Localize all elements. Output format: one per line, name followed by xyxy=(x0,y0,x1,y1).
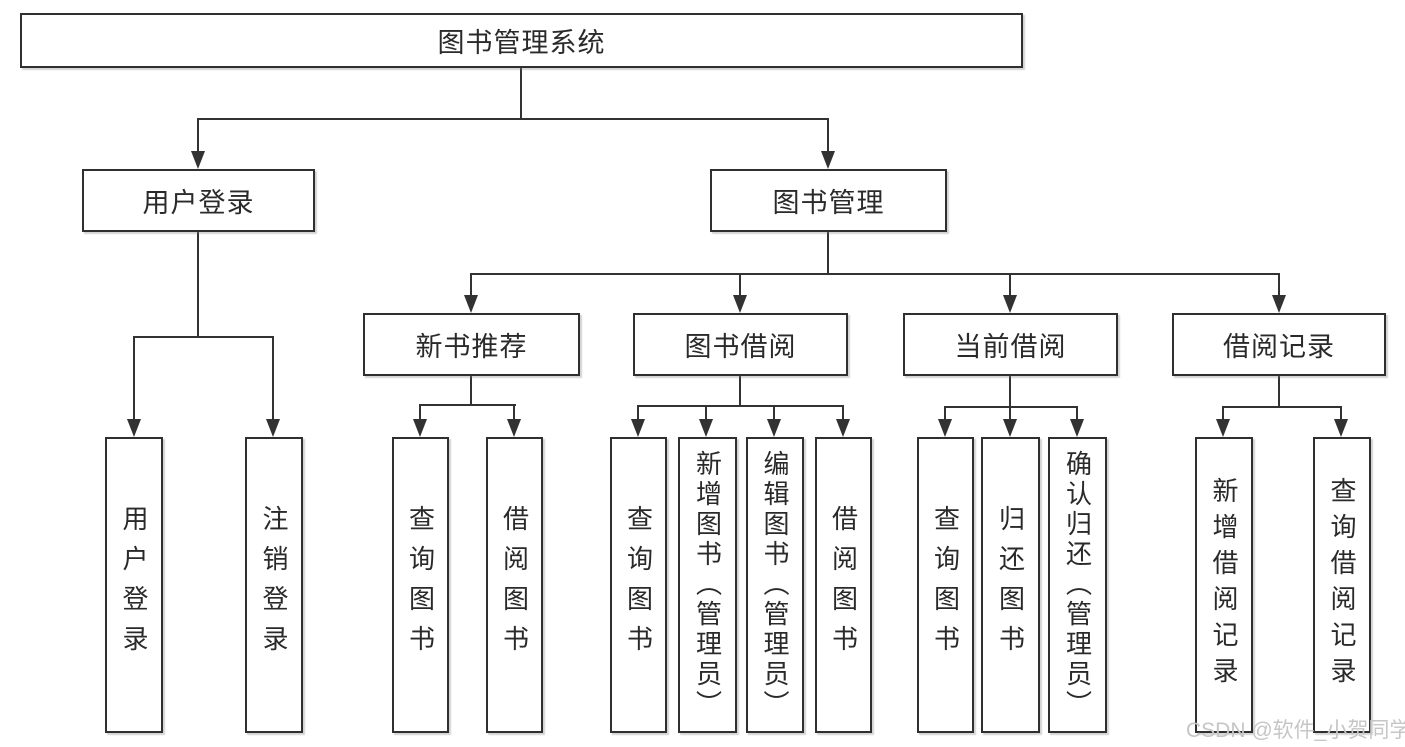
connector-drop-current-borrow xyxy=(1009,273,1011,295)
leaf-label: 借阅图书 xyxy=(828,505,859,665)
leaf-br-query-borrow-record: 查询借阅记录 xyxy=(1313,437,1371,733)
leaf-label: 新增借阅记录 xyxy=(1209,477,1239,693)
leaf-bb-edit-books-admin: 编辑图书（管理员） xyxy=(746,437,804,733)
arrow-down-icon xyxy=(266,419,280,437)
connector-drop xyxy=(705,405,707,419)
connector-drop xyxy=(1222,406,1224,419)
connector-book-borrow-bar xyxy=(638,405,844,407)
node-new-book-recommendation: 新书推荐 xyxy=(363,313,580,376)
arrow-down-icon xyxy=(1216,419,1230,437)
connector-current-borrow-bar xyxy=(944,406,1078,408)
node-book-borrowing: 图书借阅 xyxy=(633,313,848,376)
connector-user-login-bar xyxy=(133,336,274,338)
connector-drop-leaf-user-login xyxy=(133,336,135,419)
arrow-down-icon xyxy=(191,151,205,169)
leaf-label: 借阅图书 xyxy=(499,505,530,665)
leaf-label: 查询图书 xyxy=(405,505,436,665)
connector-borrow-records-stem xyxy=(1278,376,1280,406)
node-current-borrowing: 当前借阅 xyxy=(903,313,1118,376)
leaf-logout-login: 注销登录 xyxy=(245,437,303,733)
leaf-label: 新增图书（管理员） xyxy=(692,450,723,720)
node-library-management-system: 图书管理系统 xyxy=(20,13,1023,68)
connector-drop xyxy=(1076,406,1078,419)
arrow-down-icon xyxy=(821,151,835,169)
arrow-down-icon xyxy=(733,295,747,313)
node-borrowing-records: 借阅记录 xyxy=(1172,313,1386,376)
connector-drop xyxy=(637,405,639,419)
leaf-rec-query-books: 查询图书 xyxy=(392,437,449,733)
connector-user-login-stem xyxy=(197,232,199,336)
arrow-down-icon xyxy=(1334,419,1348,437)
arrow-down-icon xyxy=(631,419,645,437)
leaf-br-add-borrow-record: 新增借阅记录 xyxy=(1195,437,1253,733)
leaf-cb-query-books: 查询图书 xyxy=(917,437,974,733)
connector-book-borrow-stem xyxy=(739,376,741,405)
arrow-down-icon xyxy=(1070,419,1084,437)
leaf-label: 确认归还（管理员） xyxy=(1062,450,1093,720)
arrow-down-icon xyxy=(699,419,713,437)
connector-drop xyxy=(513,404,515,419)
leaf-label: 查询借阅记录 xyxy=(1327,477,1357,693)
connector-book-mgmt-bar xyxy=(470,273,1280,275)
leaf-user-login: 用户登录 xyxy=(105,437,163,733)
node-book-management: 图书管理 xyxy=(710,169,947,232)
connector-drop xyxy=(1340,406,1342,419)
connector-drop-leaf-logout xyxy=(272,336,274,419)
connector-drop-book-borrow xyxy=(739,273,741,295)
connector-drop-new-book xyxy=(470,273,472,295)
arrow-down-icon xyxy=(507,419,521,437)
connector-drop xyxy=(773,405,775,419)
connector-drop xyxy=(944,406,946,419)
connector-book-mgmt-stem xyxy=(827,232,829,273)
arrow-down-icon xyxy=(413,419,427,437)
leaf-cb-return-books: 归还图书 xyxy=(981,437,1040,733)
connector-new-book-stem xyxy=(470,376,472,404)
arrow-down-icon xyxy=(836,419,850,437)
leaf-rec-borrow-books: 借阅图书 xyxy=(486,437,543,733)
leaf-label: 注销登录 xyxy=(259,505,289,665)
leaf-label: 查询图书 xyxy=(930,505,961,665)
connector-drop xyxy=(842,405,844,419)
connector-current-borrow-stem xyxy=(1009,376,1011,406)
leaf-cb-confirm-return-admin: 确认归还（管理员） xyxy=(1048,437,1107,733)
connector-drop-borrow-records xyxy=(1278,273,1280,295)
arrow-down-icon xyxy=(1003,295,1017,313)
leaf-label: 编辑图书（管理员） xyxy=(760,450,790,720)
arrow-down-icon xyxy=(767,419,781,437)
leaf-label: 用户登录 xyxy=(119,505,149,665)
arrow-down-icon xyxy=(127,419,141,437)
leaf-bb-borrow-books: 借阅图书 xyxy=(815,437,872,733)
leaf-label: 查询图书 xyxy=(623,505,654,665)
arrow-down-icon xyxy=(464,295,478,313)
arrow-down-icon xyxy=(1272,295,1286,313)
connector-drop xyxy=(1009,406,1011,419)
connector-root-stem xyxy=(520,68,522,118)
node-user-login: 用户登录 xyxy=(82,169,315,232)
connector-drop xyxy=(419,404,421,419)
connector-drop-book-management xyxy=(827,118,829,151)
leaf-label: 归还图书 xyxy=(995,505,1026,665)
connector-borrow-records-bar xyxy=(1222,406,1342,408)
leaf-bb-query-books: 查询图书 xyxy=(610,437,667,733)
connector-root-bar xyxy=(197,118,829,120)
connector-new-book-bar xyxy=(419,404,516,406)
arrow-down-icon xyxy=(1003,419,1017,437)
connector-drop-user-login xyxy=(197,118,199,151)
arrow-down-icon xyxy=(938,419,952,437)
leaf-bb-add-books-admin: 新增图书（管理员） xyxy=(678,437,737,733)
csdn-watermark: CSDN @软件_小贺同学 xyxy=(1186,719,1405,742)
